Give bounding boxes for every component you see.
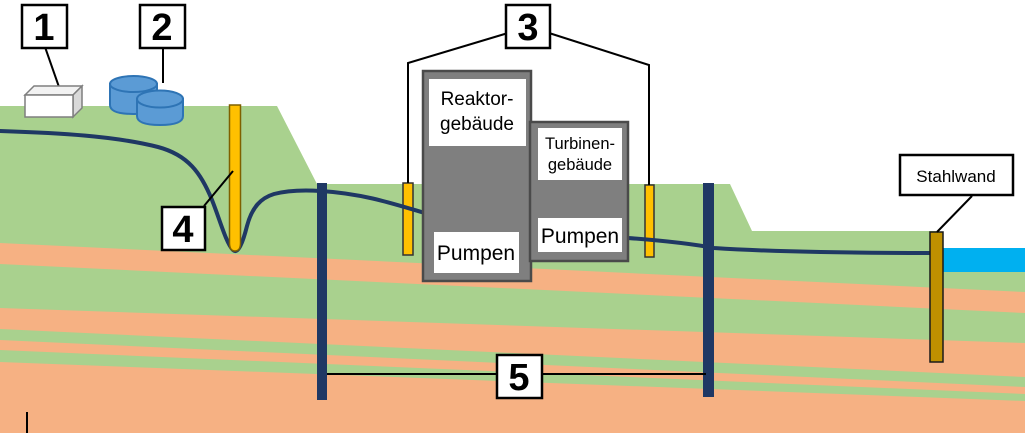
callout-4-box: [160, 205, 207, 252]
reactor-pumps-label: Pumpen: [437, 242, 515, 265]
steel-wall-label: Stahlwand: [916, 167, 995, 186]
barrier-wall-left: [317, 183, 327, 400]
sea-water: [943, 248, 1025, 272]
tank-front: [136, 89, 184, 127]
turbine-building-label-line1: Turbinen-: [545, 135, 615, 153]
callout-3-leader-left: [407, 32, 509, 183]
turbine-pumps-label: Pumpen: [541, 225, 619, 248]
callout-2-box: [138, 3, 187, 50]
callout-1-box: [20, 3, 69, 50]
turbine-building-label-line2: gebäude: [548, 156, 612, 174]
well-right-of-turbine: [644, 184, 655, 258]
barrier-wall-right: [703, 183, 714, 397]
sediment-layer-2: [0, 308, 1025, 377]
callout-1-label: 1: [33, 7, 54, 49]
well-left-of-reactor: [402, 182, 414, 256]
pumping-well: [228, 104, 242, 252]
reactor-building-label-box: [429, 79, 526, 146]
turbine-building-label-box: [538, 128, 622, 180]
callout-4-leader: [203, 170, 234, 207]
steel-wall: [929, 231, 944, 363]
storage-box-front-face: [24, 94, 74, 118]
turbine-pumps-box: [538, 218, 622, 252]
reactor-pumps-box: [434, 232, 519, 273]
steel-wall-leader-line: [936, 195, 973, 233]
callout-4-label: 4: [172, 209, 193, 251]
callout-5-box: [495, 353, 544, 400]
groundwater-table-line: [0, 129, 933, 255]
callout-3-label: 3: [517, 7, 538, 49]
steel-wall-label-box: [898, 153, 1015, 197]
callout-3-box: [504, 3, 552, 50]
reactor-building-label-line2: gebäude: [440, 114, 514, 135]
callout-3-leader-right: [548, 32, 650, 185]
callout-2-label: 2: [151, 7, 172, 49]
callout-5-label: 5: [508, 357, 529, 399]
reactor-building-label-line1: Reaktor-: [441, 89, 514, 110]
